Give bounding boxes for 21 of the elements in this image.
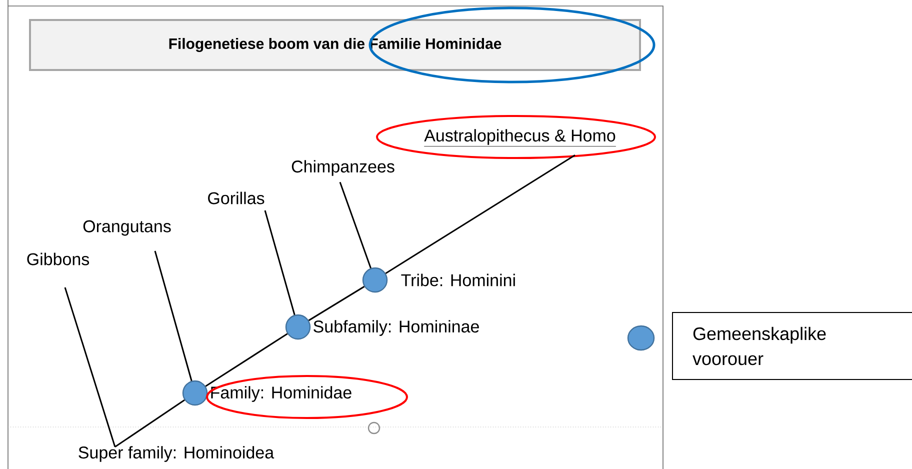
branch-line bbox=[385, 154, 576, 274]
ancestor-dot bbox=[362, 267, 388, 293]
branch-line bbox=[339, 182, 372, 268]
taxon-label: Super family: Hominoidea bbox=[78, 446, 274, 462]
legend-box: Gemeenskaplike voorouer bbox=[672, 312, 912, 380]
taxon-label: Family: Hominidae bbox=[211, 386, 352, 402]
species-label: Chimpanzees bbox=[292, 160, 394, 176]
ancestor-dot bbox=[285, 314, 311, 340]
branch-line bbox=[264, 210, 296, 316]
species-label: Australopithecus & Homo bbox=[424, 129, 616, 147]
taxon-label: Tribe: Hominini bbox=[401, 274, 515, 286]
species-label: Gibbons bbox=[27, 252, 90, 266]
branch-line bbox=[308, 286, 365, 322]
branch-line bbox=[64, 287, 116, 448]
branch-line bbox=[114, 399, 185, 448]
species-label: Gorillas bbox=[208, 192, 264, 204]
branch-line bbox=[205, 333, 288, 387]
taxon-label: Subfamily: Homininae bbox=[314, 320, 479, 336]
branch-line bbox=[154, 250, 192, 382]
ancestor-dot bbox=[182, 380, 208, 406]
species-label: Orangutans bbox=[83, 220, 171, 236]
